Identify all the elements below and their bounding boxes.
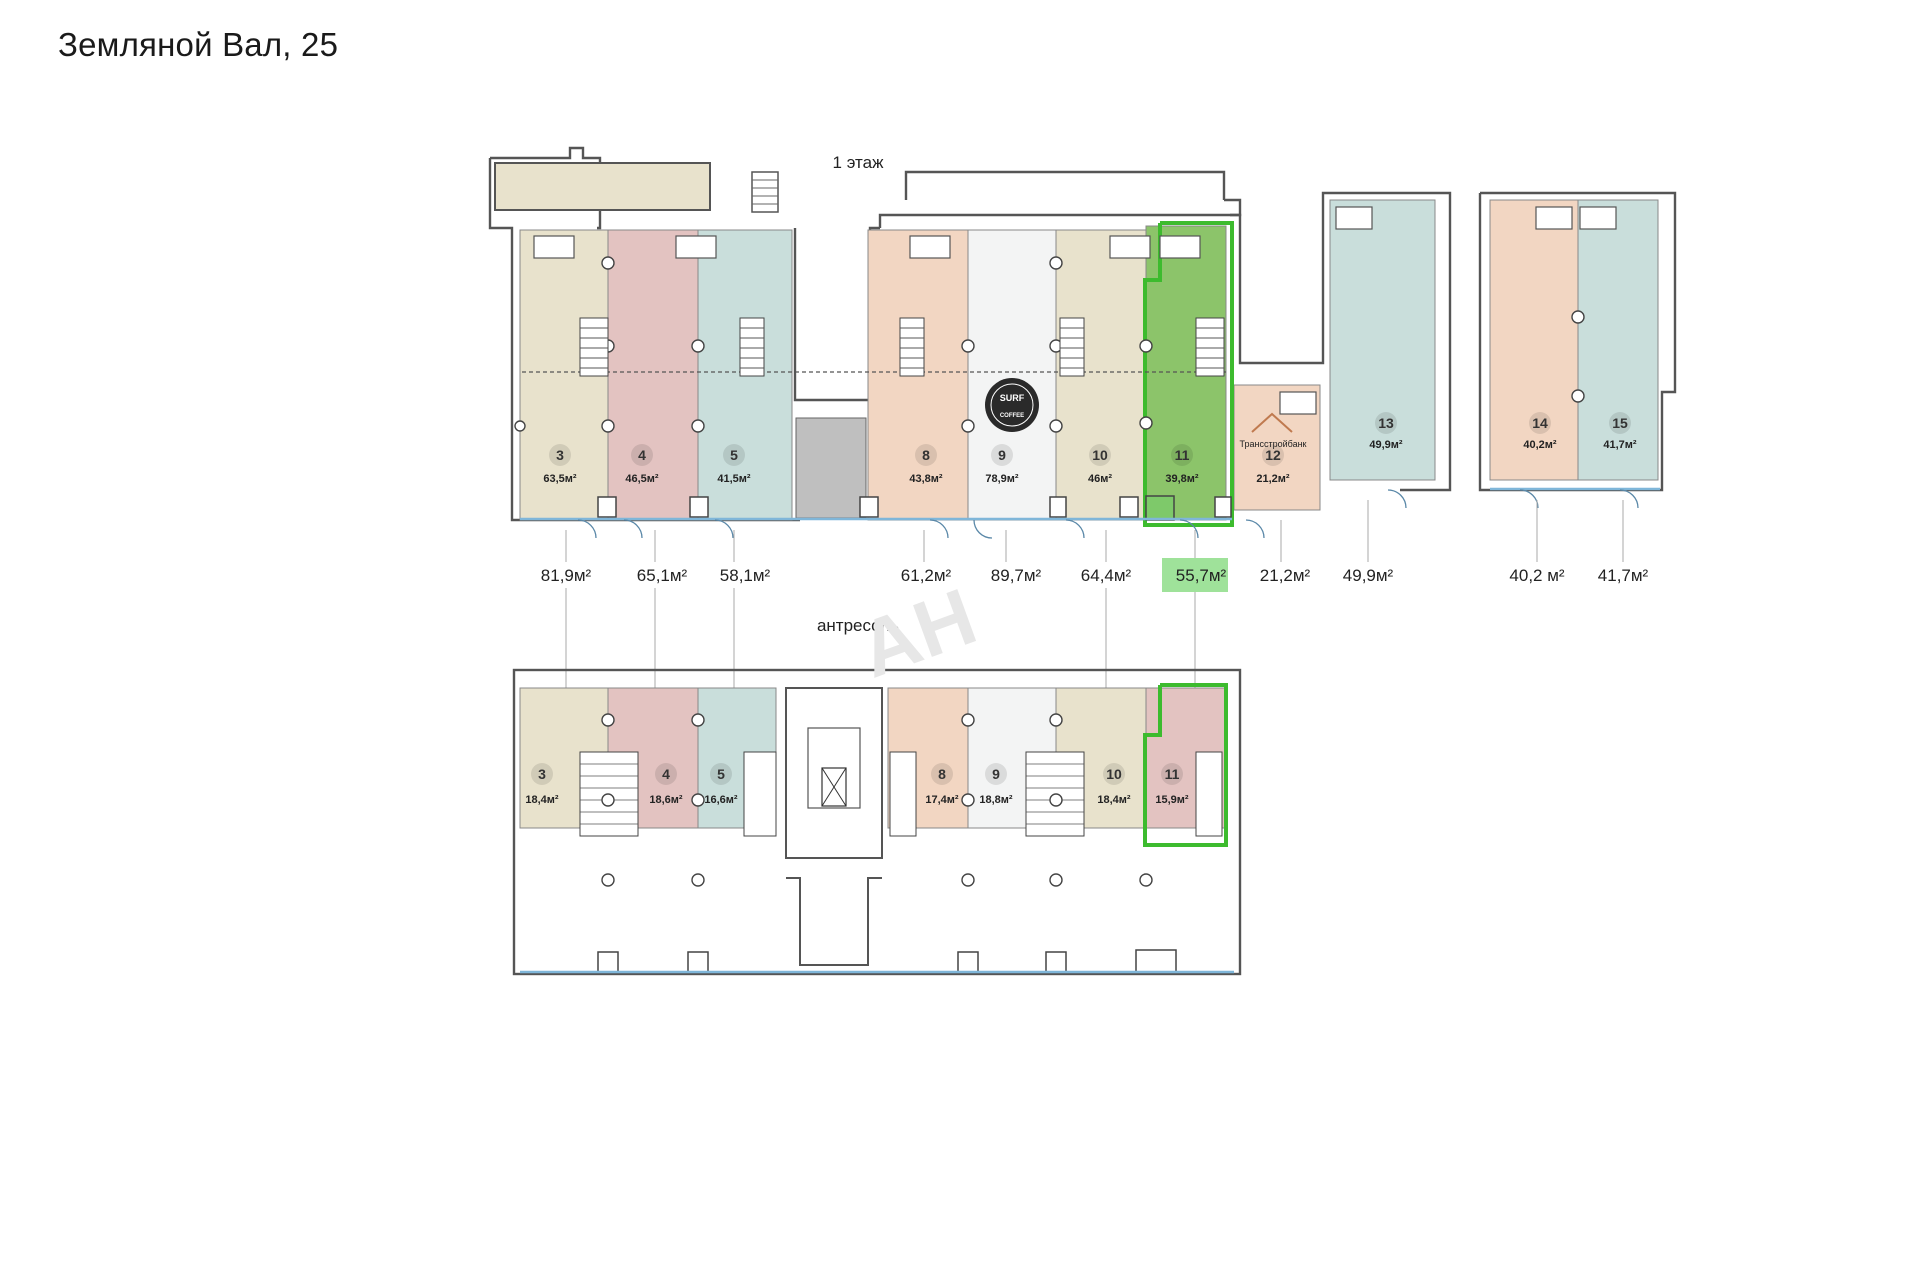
unit-9-area: 78,9м² bbox=[985, 473, 1019, 485]
unit-11-badge bbox=[1171, 444, 1193, 466]
unit-4-badge bbox=[631, 444, 653, 466]
unit-15-room[interactable] bbox=[1577, 199, 1659, 481]
mezz-unit-11-highlight bbox=[1143, 683, 1228, 847]
unit-11-area: 39,8м² bbox=[1165, 473, 1199, 485]
total-area-3: 58,1м² bbox=[720, 566, 771, 585]
unit-12-number: 12 bbox=[1265, 447, 1281, 463]
mezzanine-outline bbox=[512, 668, 1242, 976]
leader-lines bbox=[565, 500, 1624, 690]
unit-9-room[interactable] bbox=[967, 229, 1057, 521]
unit-13-area: 49,9м² bbox=[1369, 439, 1403, 451]
columns bbox=[514, 256, 1585, 433]
wc-blocks bbox=[533, 206, 1617, 415]
unit-5-area: 41,5м² bbox=[717, 473, 751, 485]
total-area-4: 61,2м² bbox=[901, 566, 952, 585]
mezz-unit-8-number: 8 bbox=[938, 766, 946, 782]
surf-coffee-logo: SURF COFFEE bbox=[985, 378, 1039, 432]
total-area-5: 89,7м² bbox=[991, 566, 1042, 585]
unit-4-area: 46,5м² bbox=[625, 473, 659, 485]
mezz-unit-5-badge bbox=[710, 763, 732, 785]
unit-15-badge bbox=[1609, 412, 1631, 434]
mezz-unit-10-badge bbox=[1103, 763, 1125, 785]
unit-9-number: 9 bbox=[998, 447, 1006, 463]
mezz-unit-8-area: 17,4м² bbox=[925, 794, 959, 806]
total-area-7: 55,7м² bbox=[1176, 566, 1227, 585]
unit-3-badge bbox=[549, 444, 571, 466]
mezz-unit-11-number: 11 bbox=[1165, 766, 1180, 782]
total-area-11: 41,7м² bbox=[1598, 566, 1649, 585]
unit-13-badge bbox=[1375, 412, 1397, 434]
surf-logo-top: SURF bbox=[1000, 393, 1025, 403]
unit-8-number: 8 bbox=[922, 447, 930, 463]
watermark: AH bbox=[848, 571, 987, 694]
unit-13-number: 13 bbox=[1378, 415, 1394, 431]
mezz-unit-3-number: 3 bbox=[538, 766, 546, 782]
mezz-unit-9-area: 18,8м² bbox=[979, 794, 1013, 806]
unit-10-badge bbox=[1089, 444, 1111, 466]
mezz-unit-4-area: 18,6м² bbox=[649, 794, 683, 806]
page-title: Земляной Вал, 25 bbox=[58, 26, 339, 63]
unit-9-badge bbox=[991, 444, 1013, 466]
unit-10-area: 46м² bbox=[1088, 473, 1112, 485]
unit-5-number: 5 bbox=[730, 447, 738, 463]
unit-10-number: 10 bbox=[1092, 447, 1108, 463]
unit-8-badge bbox=[915, 444, 937, 466]
front-piers bbox=[597, 495, 1232, 521]
mezzanine-plan: антресоль bbox=[512, 616, 1242, 976]
unit-15-area: 41,7м² bbox=[1603, 439, 1637, 451]
bank-logo: Трансстройбанк bbox=[1240, 412, 1307, 449]
unit-14-number: 14 bbox=[1532, 415, 1548, 431]
total-area-8: 21,2м² bbox=[1260, 566, 1311, 585]
unit-12-badge bbox=[1262, 444, 1284, 466]
mezz-unit-3-badge bbox=[531, 763, 553, 785]
total-area-9: 49,9м² bbox=[1343, 566, 1394, 585]
unit-11-number: 11 bbox=[1175, 447, 1190, 463]
unit-15-number: 15 bbox=[1612, 415, 1628, 431]
exterior-stair bbox=[751, 171, 779, 213]
unit-5-badge bbox=[723, 444, 745, 466]
mezz-unit-8-badge bbox=[931, 763, 953, 785]
mezz-unit-9-number: 9 bbox=[992, 766, 1000, 782]
entrance-doors bbox=[577, 489, 1639, 539]
unit-8-area: 43,8м² bbox=[909, 473, 943, 485]
mezz-unit-4-badge bbox=[655, 763, 677, 785]
unit-3-area: 63,5м² bbox=[543, 473, 577, 485]
mezz-unit-11-area: 15,9м² bbox=[1155, 794, 1189, 806]
stairwell-block bbox=[795, 417, 867, 519]
mezz-unit-10-number: 10 bbox=[1106, 766, 1122, 782]
unit-14-area: 40,2м² bbox=[1523, 439, 1557, 451]
unit-12-area: 21,2м² bbox=[1256, 473, 1290, 485]
total-area-6: 64,4м² bbox=[1081, 566, 1132, 585]
unit-4-number: 4 bbox=[638, 447, 646, 463]
unit-14-badge bbox=[1529, 412, 1551, 434]
mezzanine-label: антресоль bbox=[817, 616, 899, 635]
unit-13-room[interactable] bbox=[1329, 199, 1436, 481]
mezz-unit-5-area: 16,6м² bbox=[704, 794, 738, 806]
unit-4-room[interactable] bbox=[607, 229, 699, 521]
total-area-1: 81,9м² bbox=[541, 566, 592, 585]
unit-11-highlight bbox=[1143, 221, 1234, 527]
mezz-unit-5-number: 5 bbox=[717, 766, 725, 782]
terrace-area bbox=[494, 162, 711, 211]
selected-total-highlight bbox=[1162, 558, 1228, 592]
mezz-unit-4-number: 4 bbox=[662, 766, 670, 782]
bank-name: Трансстройбанк bbox=[1240, 439, 1307, 449]
unit-3-number: 3 bbox=[556, 447, 564, 463]
first-floor-plan: SURF COFFEE Трансстройбанк 1 этаж bbox=[488, 146, 1677, 539]
surf-logo-bottom: COFFEE bbox=[1000, 413, 1024, 419]
mezz-unit-3-area: 18,4м² bbox=[525, 794, 559, 806]
mezz-unit-11-badge bbox=[1161, 763, 1183, 785]
mezz-unit-9-badge bbox=[985, 763, 1007, 785]
unit-14-room[interactable] bbox=[1489, 199, 1579, 481]
mezz-unit-10-area: 18,4м² bbox=[1097, 794, 1131, 806]
total-area-2: 65,1м² bbox=[637, 566, 688, 585]
total-area-10: 40,2 м² bbox=[1509, 566, 1564, 585]
floor-label: 1 этаж bbox=[833, 153, 885, 172]
